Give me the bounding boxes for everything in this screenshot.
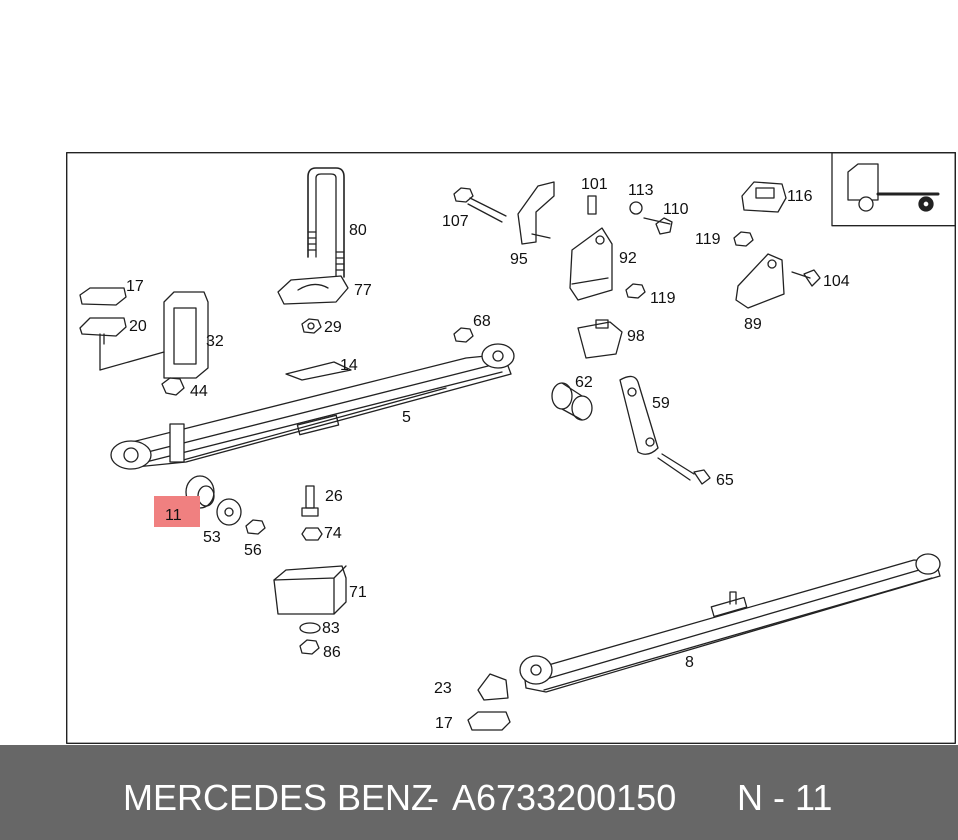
callout-label[interactable]: 101 (581, 176, 608, 193)
part-number: A6733200150 (452, 777, 677, 818)
callout-label[interactable]: 5 (402, 409, 411, 426)
position-number: N - 11 (737, 777, 833, 818)
callout-label[interactable]: 8 (685, 654, 694, 671)
callout-label[interactable]: 23 (434, 680, 452, 697)
callout-label[interactable]: 83 (322, 620, 340, 637)
callout-label[interactable]: 17 (435, 715, 453, 732)
callout-label[interactable]: 53 (203, 529, 221, 546)
callout-label[interactable]: 20 (129, 318, 147, 335)
callout-label[interactable]: 80 (349, 222, 367, 239)
callout-label[interactable]: 44 (190, 383, 208, 400)
callout-label[interactable]: 104 (823, 273, 850, 290)
callout-label[interactable]: 98 (627, 328, 645, 345)
exploded-view: 80 77 29 17 20 32 44 14 68 5 107 95 101 … (66, 152, 956, 744)
callout-label[interactable]: 68 (473, 313, 491, 330)
callout-label[interactable]: 11 (165, 507, 182, 524)
callout-label[interactable]: 77 (354, 282, 372, 299)
callout-label[interactable]: 86 (323, 644, 341, 661)
brand-name: MERCEDES BENZ (123, 777, 434, 818)
footer-separator: - (427, 777, 439, 818)
callout-label[interactable]: 71 (349, 584, 367, 601)
footer-bar (0, 745, 958, 840)
callout-label[interactable]: 110 (663, 201, 689, 218)
callout-label[interactable]: 113 (628, 182, 654, 199)
callout-label[interactable]: 17 (126, 278, 144, 295)
callout-label[interactable]: 65 (716, 472, 734, 489)
parts-diagram: 80 77 29 17 20 32 44 14 68 5 107 95 101 … (66, 152, 956, 744)
callout-label[interactable]: 26 (325, 488, 343, 505)
callout-label[interactable]: 119 (695, 231, 721, 248)
callout-label[interactable]: 59 (652, 395, 670, 412)
highlight-marker (154, 496, 200, 527)
callout-label[interactable]: 92 (619, 250, 637, 267)
callout-label[interactable]: 56 (244, 542, 262, 559)
callout-label[interactable]: 29 (324, 319, 342, 336)
callout-label[interactable]: 119 (650, 290, 676, 307)
callout-label[interactable]: 74 (324, 525, 342, 542)
callout-label[interactable]: 116 (787, 188, 813, 205)
callout-label[interactable]: 62 (575, 374, 593, 391)
callout-label[interactable]: 107 (442, 213, 469, 230)
callout-label[interactable]: 14 (340, 357, 358, 374)
callout-label[interactable]: 95 (510, 251, 528, 268)
callout-label[interactable]: 89 (744, 316, 762, 333)
callout-label[interactable]: 32 (206, 333, 224, 350)
truck-icon (831, 152, 956, 227)
